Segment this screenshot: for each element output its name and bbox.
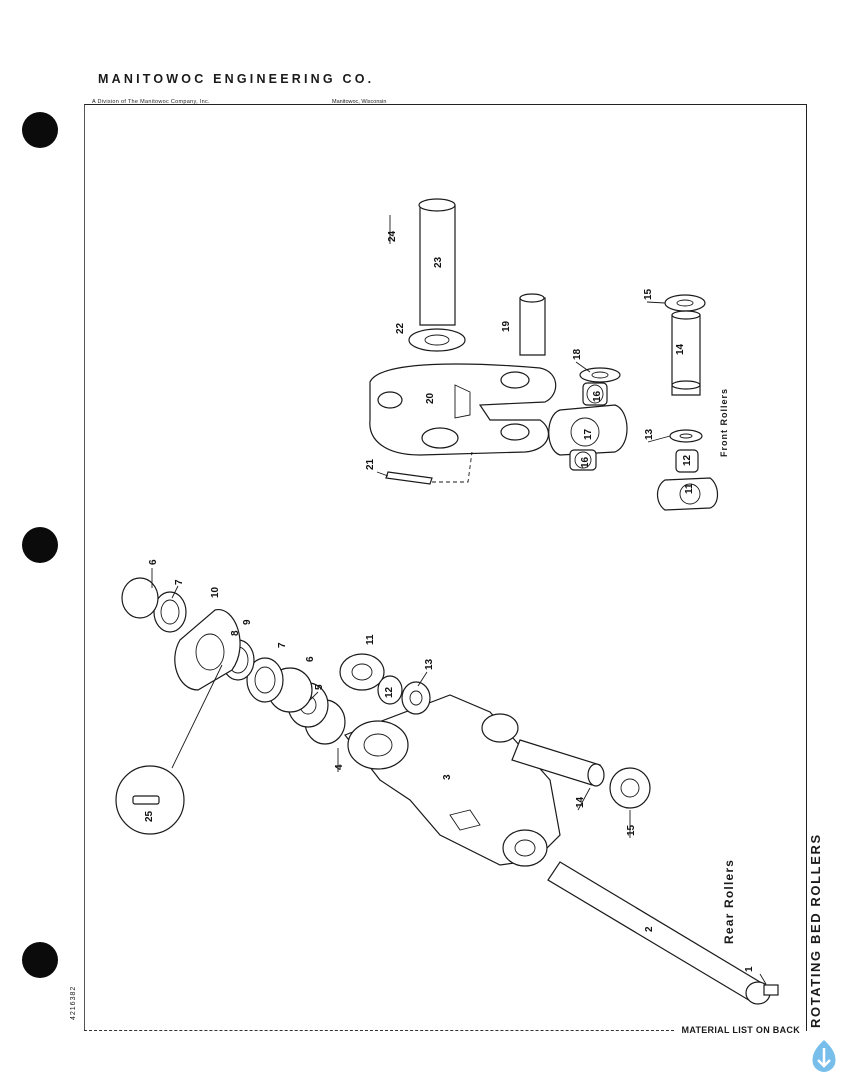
footer-rule <box>84 1030 674 1031</box>
company-name: MANITOWOC ENGINEERING CO. <box>98 72 375 86</box>
binder-hole-bottom <box>22 942 58 978</box>
pin-19 <box>519 293 546 356</box>
shaft-2 <box>547 861 771 1005</box>
page-frame <box>84 104 807 1031</box>
bearing-7-upper <box>153 591 187 633</box>
part-label-16a: 16 <box>592 390 603 402</box>
washer-22 <box>408 328 466 352</box>
part-label-4: 4 <box>334 764 345 770</box>
shaft-14-rear <box>511 739 605 787</box>
part-label-16b: 16 <box>580 456 591 468</box>
part-label-20: 20 <box>425 392 436 404</box>
binder-hole-top <box>22 112 58 148</box>
roller-11-front <box>656 477 719 511</box>
roller-11-rear <box>339 653 385 691</box>
part-label-24: 24 <box>387 230 398 242</box>
location-line: Manitowoc, Wisconsin <box>332 99 387 105</box>
part-label-8: 8 <box>230 630 241 636</box>
part-label-10: 10 <box>210 586 221 598</box>
roller-10 <box>174 609 241 691</box>
rear-roller-assembly <box>115 577 779 1005</box>
part-label-13f: 13 <box>644 428 655 440</box>
end-cap-1 <box>763 984 779 996</box>
part-label-25: 25 <box>144 810 155 822</box>
washer-18 <box>579 367 621 383</box>
part-label-7b: 7 <box>277 642 288 648</box>
part-label-6b: 6 <box>305 656 316 662</box>
part-label-15f: 15 <box>643 288 654 300</box>
part-label-14f: 14 <box>675 343 686 355</box>
part-label-7: 7 <box>174 579 185 585</box>
washer-13-front <box>669 429 703 443</box>
key-21 <box>385 451 473 485</box>
part-label-11f: 11 <box>684 483 695 494</box>
bushing-12-front <box>675 449 699 473</box>
detail-callout-25 <box>115 664 223 835</box>
part-label-5: 5 <box>314 684 325 690</box>
bushing-12-rear <box>377 675 403 705</box>
part-label-13: 13 <box>424 658 435 670</box>
washer-15-front <box>664 294 706 312</box>
part-label-12: 12 <box>384 686 395 698</box>
part-label-18: 18 <box>572 348 583 360</box>
part-label-14: 14 <box>575 796 586 808</box>
washer-13-rear <box>401 681 431 715</box>
shaft-14-front <box>671 310 701 396</box>
bearing-16-lower <box>569 449 597 471</box>
watermark-logo-icon <box>812 1040 836 1072</box>
material-list-note: MATERIAL LIST ON BACK <box>677 1025 800 1035</box>
part-label-1: 1 <box>744 966 755 972</box>
part-label-21: 21 <box>365 458 376 470</box>
front-roller-assembly <box>369 198 719 511</box>
part-label-22: 22 <box>395 322 406 334</box>
part-label-19: 19 <box>501 320 512 332</box>
part-label-3: 3 <box>442 774 453 780</box>
cover-6-upper <box>121 577 159 619</box>
part-label-2: 2 <box>644 926 655 932</box>
bracket-20 <box>369 363 557 456</box>
washer-15-rear <box>609 767 651 809</box>
bearing-16-upper <box>582 382 608 406</box>
bearing-7 <box>246 657 284 703</box>
part-number-labels: 24 23 22 19 20 21 18 16 17 16 15 14 13 1… <box>144 230 755 972</box>
part-label-23: 23 <box>433 256 444 268</box>
part-label-11: 11 <box>365 634 376 645</box>
part-label-9: 9 <box>242 619 253 625</box>
shaft-23 <box>418 198 456 326</box>
roller-17 <box>548 404 628 456</box>
leader-arrows <box>151 215 767 985</box>
frame-3 <box>344 694 561 867</box>
binder-hole-middle <box>22 527 58 563</box>
part-label-12f: 12 <box>682 454 693 466</box>
part-label-15: 15 <box>626 824 637 836</box>
part-label-6: 6 <box>148 559 159 565</box>
division-line: A Division of The Manitowoc Company, Inc… <box>92 99 210 105</box>
part-label-17: 17 <box>583 428 594 440</box>
